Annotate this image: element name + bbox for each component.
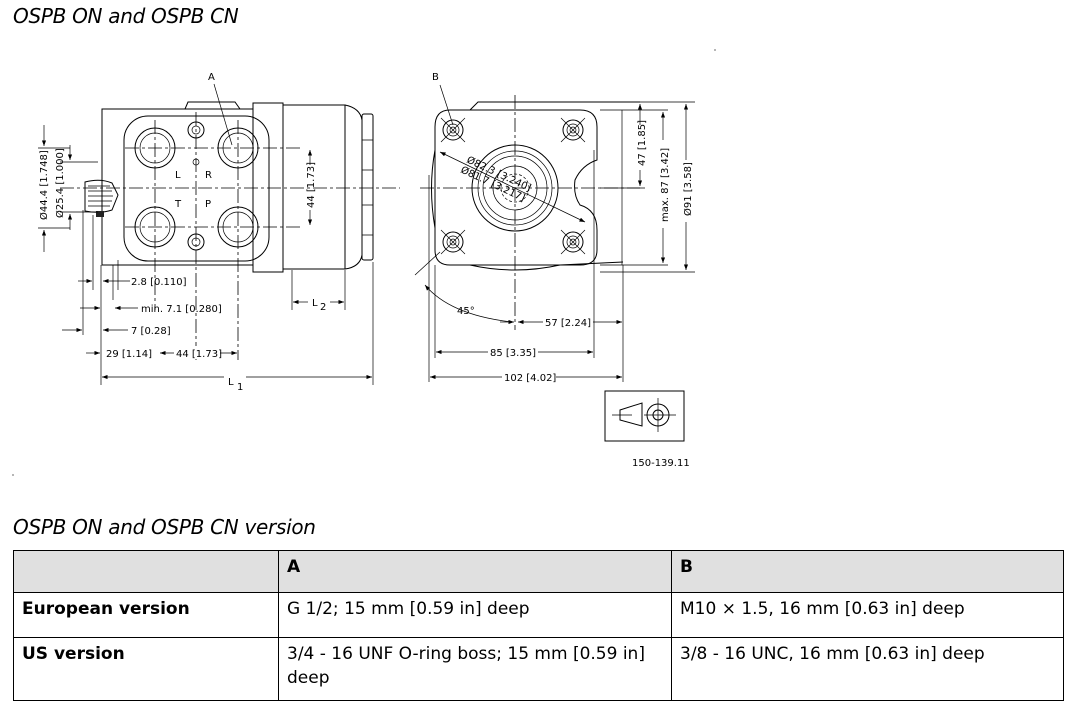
cell-a: 3/4 - 16 UNF O-ring boss; 15 mm [0.59 in… [278,637,672,701]
port-a-label: A [208,72,215,83]
dimension-drawing: A L R T P Ø44.4 [1.748] Ø25.4 [1.000] 44… [12,49,716,476]
projection-symbol-icon [604,390,685,442]
dim-47: 47 [1.85] [637,120,648,166]
port-label-t: T [174,199,182,210]
cell-b: M10 × 1.5, 16 mm [0.63 in] deep [671,592,1064,638]
dim-7: 7 [0.28] [131,326,171,337]
port-label-r: R [205,170,212,181]
port-label-p: P [205,199,211,210]
port-label-l: L [175,170,181,181]
row-label: European version [13,592,279,638]
cell-a: G 1/2; 15 mm [0.59 in] deep [278,592,672,638]
port-b-label: B [432,72,439,83]
port-circles [134,121,259,251]
row-label: US version [13,637,279,701]
dim-44-vertical: 44 [1.73] [306,162,317,208]
table-row: European version G 1/2; 15 mm [0.59 in] … [13,592,1064,638]
dim-l2: L [312,298,318,309]
dim-57: 57 [2.24] [545,318,591,329]
dim-l1: L [228,377,234,388]
table-header-row: A B [13,550,1064,593]
dim-min-7-1: min. 7.1 [0.280] [141,304,222,315]
dim-85: 85 [3.35] [490,348,536,359]
front-view: B Ø82.3 [3.240] Ø81.7 [3.217] 47 [1.85] … [414,72,695,384]
dim-dia-44-4: Ø44.4 [1.748] [38,150,50,220]
dim-2-8: 2.8 [0.110] [131,277,187,288]
version-table: A B European version G 1/2; 15 mm [0.59 … [13,550,1064,701]
header-cell-b: B [671,550,1064,593]
table-title: OSPB ON and OSPB CN version [13,515,316,539]
page-title: OSPB ON and OSPB CN [13,4,239,28]
cell-b: 3/8 - 16 UNC, 16 mm [0.63 in] deep [671,637,1064,701]
dim-dia-25-4: Ø25.4 [1.000] [54,148,66,218]
header-cell-empty [13,550,279,593]
table-row: US version 3/4 - 16 UNF O-ring boss; 15 … [13,637,1064,701]
dim-dia-91: Ø91 [3.58] [682,162,694,216]
header-cell-a: A [278,550,672,593]
dim-l1-subscript: 1 [237,382,243,393]
dim-45-deg: 45° [457,306,475,317]
dim-max-87: max. 87 [3.42] [660,148,671,222]
side-view: A L R T P Ø44.4 [1.748] Ø25.4 [1.000] 44… [38,72,400,393]
figure-number: 150-139.11 [632,458,690,469]
bolt-holes [440,117,586,255]
dim-l2-subscript: 2 [320,302,326,313]
dim-102: 102 [4.02] [504,373,556,384]
dim-44-horizontal: 44 [1.73] [176,349,222,360]
dim-29: 29 [1.14] [106,349,152,360]
